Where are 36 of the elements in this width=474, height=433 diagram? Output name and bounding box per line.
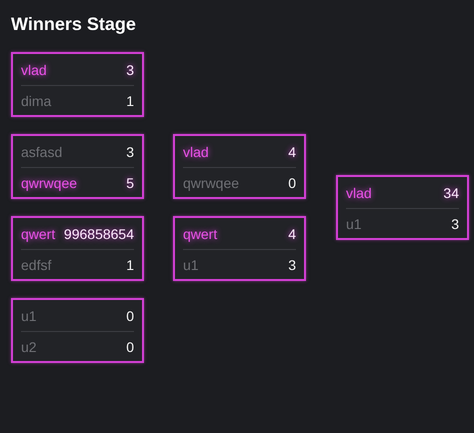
- player-name: u2: [21, 338, 37, 354]
- player-name: dima: [21, 92, 52, 108]
- player-name: qwrwqee: [183, 174, 240, 190]
- score: 996858654: [64, 226, 134, 242]
- score: 5: [126, 174, 134, 190]
- player-name: qwert: [21, 226, 56, 242]
- player-name: qwert: [183, 226, 218, 242]
- score: 1: [126, 92, 134, 108]
- match-card: [11, 52, 144, 117]
- title: Winners Stage: [11, 13, 136, 36]
- player-name: vlad: [346, 184, 372, 200]
- player-name: qwrwqee: [21, 174, 78, 190]
- match-card: [336, 175, 469, 240]
- match-card: [11, 298, 144, 363]
- score: 4: [288, 226, 296, 242]
- player-name: asfasd: [21, 144, 62, 160]
- match-card: [11, 134, 144, 199]
- player-name: u1: [21, 308, 37, 324]
- score: 3: [451, 216, 459, 232]
- score: 3: [288, 256, 296, 272]
- score: 1: [126, 256, 134, 272]
- match-card: [173, 216, 306, 281]
- player-name: vlad: [21, 62, 47, 78]
- player-name: u1: [346, 216, 362, 232]
- match-card: [173, 134, 306, 199]
- score: 3: [126, 62, 134, 78]
- player-name: edfsf: [21, 256, 52, 272]
- score: 4: [288, 144, 296, 160]
- player-name: u1: [183, 256, 199, 272]
- player-name: vlad: [183, 144, 209, 160]
- score: 34: [443, 184, 459, 200]
- match-card: [11, 216, 144, 281]
- score: 0: [126, 308, 134, 324]
- score: 3: [126, 144, 134, 160]
- score: 0: [288, 174, 296, 190]
- score: 0: [126, 338, 134, 354]
